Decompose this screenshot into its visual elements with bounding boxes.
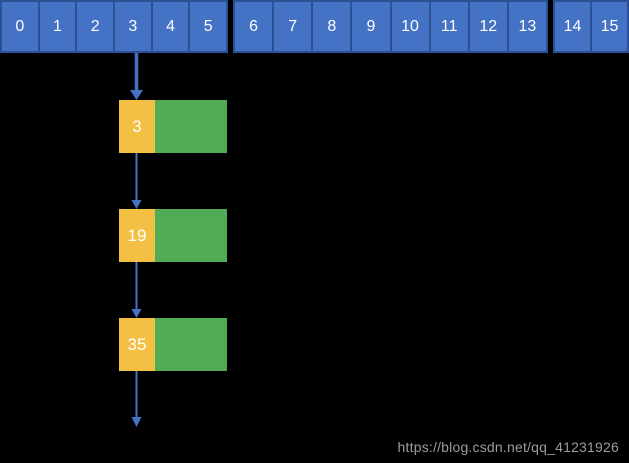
node-1-next-pointer-cell [155, 100, 227, 153]
bucket-9: 9 [352, 2, 390, 51]
node-1-value-cell: 3 [119, 100, 155, 153]
bucket-5: 5 [190, 2, 227, 51]
bucket-13: 13 [508, 2, 546, 51]
bucket-3: 3 [115, 2, 151, 51]
bucket-2: 2 [77, 2, 114, 51]
arrow-node3-to-null-icon [131, 371, 142, 427]
list-node-3: 35 [119, 318, 227, 371]
bucket-10: 10 [391, 2, 429, 51]
bucket-array-segment-1: 0 1 2 3 4 5 [0, 0, 228, 53]
list-node-2: 19 [119, 209, 227, 262]
list-node-1: 3 [119, 100, 227, 153]
bucket-array: 0 1 2 3 4 5 6 7 8 9 10 11 12 13 14 15 [0, 0, 629, 53]
bucket-12: 12 [469, 2, 507, 51]
bucket-15: 15 [592, 2, 627, 51]
watermark: https://blog.csdn.net/qq_41231926 [397, 439, 619, 455]
arrow-node2-to-node3-icon [131, 262, 142, 318]
node-2-next-pointer-cell [155, 209, 227, 262]
bucket-array-segment-3: 14 15 [553, 0, 629, 53]
node-3-value-cell: 35 [119, 318, 155, 371]
bucket-1: 1 [39, 2, 76, 51]
arrow-bucket3-to-node1-icon [130, 53, 143, 100]
bucket-11: 11 [430, 2, 468, 51]
bucket-7: 7 [274, 2, 312, 51]
bucket-0: 0 [2, 2, 38, 51]
bucket-4: 4 [152, 2, 189, 51]
bucket-8: 8 [313, 2, 351, 51]
bucket-6: 6 [235, 2, 273, 51]
arrow-node1-to-node2-icon [131, 153, 142, 209]
node-2-value-cell: 19 [119, 209, 155, 262]
node-3-next-pointer-cell [155, 318, 227, 371]
bucket-14: 14 [555, 2, 590, 51]
bucket-array-segment-2: 6 7 8 9 10 11 12 13 [233, 0, 548, 53]
